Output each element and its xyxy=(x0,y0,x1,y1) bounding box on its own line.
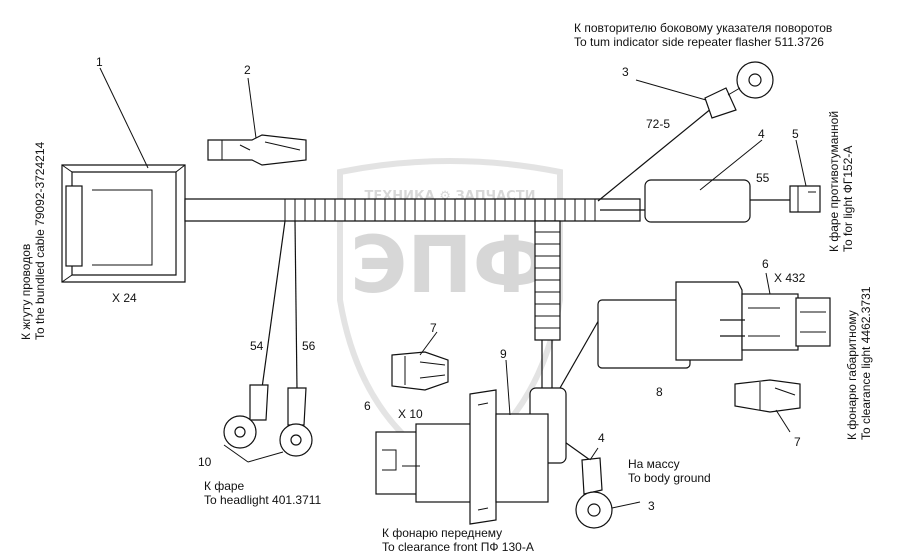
callout-7-right: 7 xyxy=(794,435,801,449)
callout-leaders xyxy=(99,67,807,509)
wire-label-55: 55 xyxy=(756,171,770,185)
ring-terminal-3-bottom xyxy=(575,457,613,529)
connector-8 xyxy=(597,281,743,369)
terminal-7-left xyxy=(391,351,449,391)
label-clearance-rear-en: To clearance light 4462.3731 xyxy=(859,286,873,440)
watermark-main-text: ЭПФ xyxy=(350,221,550,311)
wire-label-72-5: 72-5 xyxy=(646,117,670,131)
connector-label-x432: X 432 xyxy=(774,271,806,285)
connector-x24 xyxy=(61,164,186,283)
connector-5 xyxy=(789,185,821,213)
label-headlight-ru: К фаре xyxy=(204,479,245,493)
label-clearance-front-ru: К фонарю переднему xyxy=(382,526,502,540)
callout-3-top: 3 xyxy=(622,65,629,79)
connector-label-x24: X 24 xyxy=(112,291,137,305)
bracket-9 xyxy=(469,389,549,525)
callout-7-left: 7 xyxy=(430,321,437,335)
label-fog-light-ru: К фаре противотуманной xyxy=(827,111,841,252)
callout-2: 2 xyxy=(244,63,251,77)
label-fog-light-en: To for light ФГ152-А xyxy=(841,146,855,252)
ring-terminal-3-top xyxy=(704,61,774,119)
label-ground-ru: На массу xyxy=(628,457,680,471)
wire-to-ground xyxy=(559,317,601,389)
label-bundled-cable-en: To the bundled cable 79092-3724214 xyxy=(33,142,47,340)
wire-54 xyxy=(261,220,286,389)
callout-3-bottom: 3 xyxy=(648,499,655,513)
label-clearance-front-en: To clearance front ПФ 130-А xyxy=(382,540,534,554)
callout-6-right: 6 xyxy=(762,257,769,271)
main-harness-tube xyxy=(184,198,641,341)
label-clearance-rear-ru: К фонарю габаритному xyxy=(845,310,859,440)
callout-1: 1 xyxy=(96,55,103,69)
callout-5: 5 xyxy=(792,127,799,141)
terminal-2 xyxy=(207,134,307,166)
wire-72-5 xyxy=(597,107,713,202)
label-repeater-ru: К повторителю боковому указателя поворот… xyxy=(574,21,832,35)
terminal-7-right xyxy=(734,379,801,413)
label-headlight-en: To headlight 401.3711 xyxy=(204,493,322,507)
callout-10: 10 xyxy=(198,455,212,469)
wire-label-56: 56 xyxy=(302,339,316,353)
capacitor-4-top xyxy=(600,179,790,223)
label-repeater-en: To tum indicator side repeater flasher 5… xyxy=(574,35,824,49)
callout-9: 9 xyxy=(500,347,507,361)
callout-6-left: 6 xyxy=(364,399,371,413)
connector-label-x10: X 10 xyxy=(398,407,423,421)
label-ground-en: To body ground xyxy=(628,471,711,485)
wire-ground-down xyxy=(561,439,591,461)
callout-8: 8 xyxy=(656,385,663,399)
label-bundled-cable-ru: К жгуту проводов xyxy=(19,244,33,340)
ring-terminal-10-left xyxy=(223,384,269,449)
callout-4-bottom: 4 xyxy=(598,431,605,445)
callout-4-top: 4 xyxy=(758,127,765,141)
connector-x432 xyxy=(720,293,831,351)
connector-x10 xyxy=(375,423,475,503)
wire-56 xyxy=(294,220,298,391)
wire-label-54: 54 xyxy=(250,339,264,353)
ring-terminal-10-right xyxy=(279,387,313,457)
